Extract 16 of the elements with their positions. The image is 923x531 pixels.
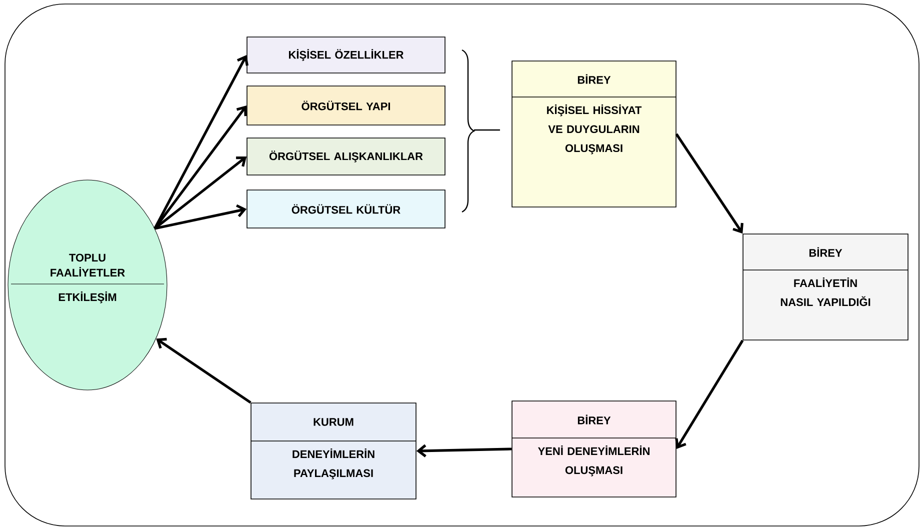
arrow [416,444,512,458]
concept-box: ÖRGÜTSEL KÜLTÜR [246,190,446,228]
concept-box: BİREY FAALİYETİN NASIL YAPILDIĞI [742,234,908,340]
concept-box: BİREY YENİ DENEYİMLERİN OLUŞMASI [512,400,676,498]
arrow [156,338,252,404]
arrow [675,340,744,449]
arrow [154,156,247,230]
concept-box: KURUM DENEYİMLERİN PAYLAŞILMASI [250,402,416,500]
arrow [675,133,744,234]
arrow [154,106,247,230]
concept-box: KİŞİSEL ÖZELLİKLER [246,36,446,74]
concept-box: ÖRGÜTSEL ALIŞKANLIKLAR [246,138,446,176]
concept-box: ÖRGÜTSEL YAPI [246,86,446,126]
concept-box: BİREY KİŞİSEL HİSSİYAT VE DUYGULARIN OLUŞMASI [512,60,676,208]
arrow [154,55,248,230]
arrow [154,204,247,230]
